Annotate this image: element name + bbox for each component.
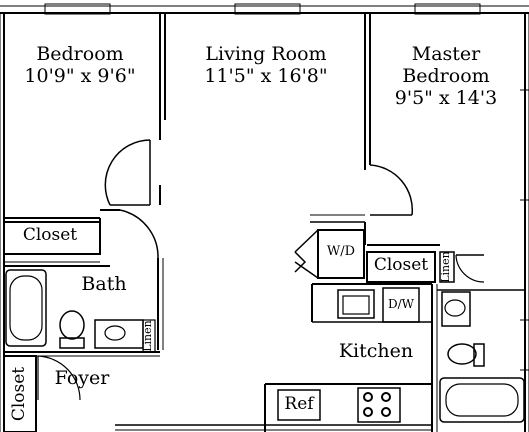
dishwasher-label: D/W bbox=[388, 297, 414, 311]
closet-master-label: Closet bbox=[373, 255, 429, 275]
linen-master-box bbox=[439, 251, 455, 283]
washer-dryer-box bbox=[317, 229, 365, 279]
toilet-master bbox=[447, 343, 477, 365]
door-bedroom bbox=[104, 139, 151, 206]
closet-bedroom-label: Closet bbox=[22, 225, 78, 245]
door-bath bbox=[119, 209, 159, 259]
refrigerator-box bbox=[277, 389, 321, 421]
window-top-2 bbox=[234, 3, 301, 15]
living-room-size: 11'5" x 16'8" bbox=[204, 64, 328, 87]
bedroom-size: 10'9" x 9'6" bbox=[24, 64, 136, 87]
sink-bath bbox=[94, 319, 144, 349]
stove bbox=[357, 387, 401, 423]
master-bedroom-size: 9'5" x 14'3 bbox=[394, 86, 498, 109]
bathtub bbox=[5, 269, 47, 347]
closet-foyer-label: Closet bbox=[9, 366, 29, 422]
sink-kitchen bbox=[337, 289, 375, 319]
master-bedroom-label: Master Bedroom 9'5" x 14'3 bbox=[386, 43, 506, 110]
closet-foyer-box bbox=[3, 355, 37, 432]
window-top-1 bbox=[44, 3, 111, 15]
bedroom-name: Bedroom bbox=[36, 43, 124, 65]
door-foyer bbox=[37, 355, 81, 401]
master-bedroom-name-2: Bedroom bbox=[402, 64, 490, 87]
linen-master-label: Linen bbox=[439, 251, 452, 283]
toilet-bath bbox=[59, 310, 85, 340]
bath-label: Bath bbox=[81, 273, 127, 295]
living-room-name: Living Room bbox=[205, 43, 327, 65]
kitchen-label: Kitchen bbox=[338, 340, 414, 362]
foyer-label: Foyer bbox=[54, 367, 110, 389]
living-room-label: Living Room 11'5" x 16'8" bbox=[196, 43, 336, 88]
washer-dryer-label: W/D bbox=[326, 244, 356, 259]
linen-bath-label: Linen bbox=[141, 320, 154, 352]
door-master bbox=[369, 164, 414, 216]
refrigerator-label: Ref bbox=[284, 394, 314, 414]
window-top-3 bbox=[414, 3, 481, 15]
master-bedroom-name: Master bbox=[411, 43, 481, 65]
sink-master bbox=[441, 291, 471, 327]
closet-master-box bbox=[366, 251, 436, 283]
dishwasher-box bbox=[382, 287, 420, 323]
bedroom-label: Bedroom 10'9" x 9'6" bbox=[20, 43, 140, 88]
bathtub-master bbox=[439, 377, 525, 423]
